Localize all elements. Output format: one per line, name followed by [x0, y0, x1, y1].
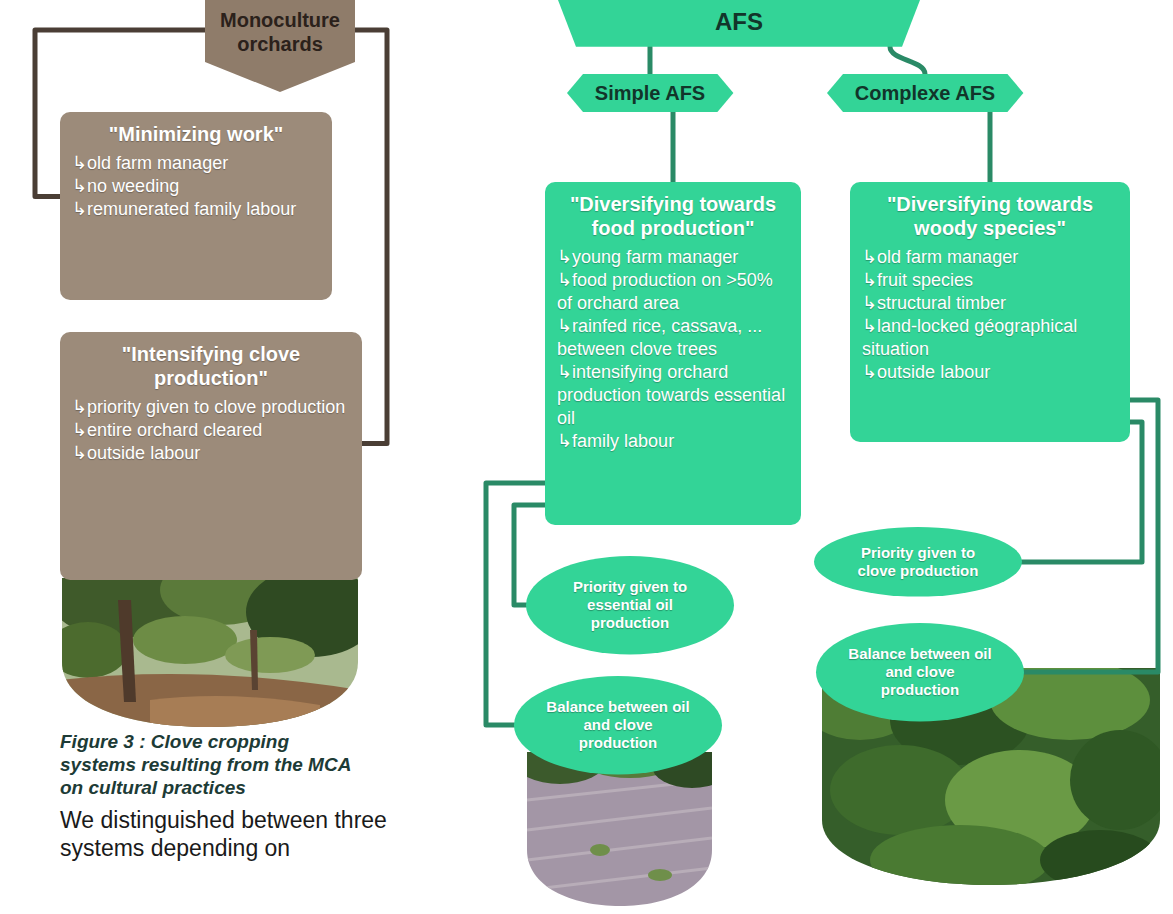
- connector-line: [671, 112, 676, 182]
- bullet-text: ↳fruit species: [862, 269, 1118, 292]
- category-hexagon: Simple AFS: [567, 74, 733, 112]
- bullet-text: ↳outside labour: [72, 442, 350, 465]
- bullet-text: ↳entire orchard cleared: [72, 419, 350, 442]
- group-box: "Diversifying towards woody species" ↳old…: [850, 182, 1130, 442]
- bullet-text: ↳intensifying orchard production towards…: [557, 361, 789, 430]
- bullet-text: ↳food production on >50% of orchard area: [557, 269, 789, 315]
- header-text: AFS: [568, 8, 910, 37]
- outcome-ellipse: Balance between oil and clove production: [816, 623, 1024, 721]
- box-heading: "Diversifying towards food production": [557, 192, 789, 240]
- system-banner: AFS: [558, 0, 920, 47]
- bullet-text: ↳family labour: [557, 430, 789, 453]
- bullet-text: ↳remunerated family labour: [72, 198, 320, 221]
- outcome-ellipse: Balance between oil and clove production: [514, 676, 722, 774]
- box-heading: "Intensifying clove production": [72, 342, 350, 390]
- box-heading: "Minimizing work": [72, 122, 320, 146]
- bullet-text: ↳priority given to clove production: [72, 396, 350, 419]
- group-box: "Diversifying towards food production" ↳y…: [545, 182, 801, 525]
- ellipse-text: Balance between oil and clove production: [845, 645, 995, 699]
- bullet-text: ↳young farm manager: [557, 246, 789, 269]
- bullet-text: ↳old farm manager: [72, 152, 320, 175]
- header-text: Monoculture orchards: [211, 8, 349, 56]
- category-hexagon: Complexe AFS: [827, 74, 1023, 112]
- bullet-text: ↳outside labour: [862, 361, 1118, 384]
- bullet-text: ↳land-locked géographical situation: [862, 315, 1118, 361]
- connector-line: [647, 47, 652, 74]
- ellipse-text: Priority given to essential oil producti…: [555, 578, 705, 632]
- outcome-ellipse: Priority given to clove production: [814, 527, 1022, 597]
- bullet-text: ↳no weeding: [72, 175, 320, 198]
- figure-caption: Figure 3 : Clove cropping systems result…: [60, 730, 352, 800]
- connector-line: [890, 47, 925, 74]
- bullet-text: ↳rainfed rice, cassava, ... between clov…: [557, 315, 789, 361]
- header-text: Complexe AFS: [855, 81, 995, 105]
- bullet-text: ↳structural timber: [862, 292, 1118, 315]
- orchard-photo: [48, 555, 378, 730]
- ellipse-text: Balance between oil and clove production: [543, 698, 693, 752]
- ellipse-text: Priority given to clove production: [843, 544, 993, 580]
- connector-line: [1022, 422, 1142, 562]
- connector-line: [988, 112, 993, 182]
- group-box: "Intensifying clove production" ↳priority…: [60, 332, 362, 580]
- outcome-ellipse: Priority given to essential oil producti…: [526, 556, 734, 654]
- body-text: We distinguished between three systems d…: [60, 806, 400, 862]
- box-heading: "Diversifying towards woody species": [862, 192, 1118, 240]
- header-text: Simple AFS: [595, 81, 705, 105]
- group-box: "Minimizing work" ↳old farm manager↳no we…: [60, 112, 332, 300]
- category-header: Monoculture orchards: [205, 0, 355, 92]
- bullet-text: ↳old farm manager: [862, 246, 1118, 269]
